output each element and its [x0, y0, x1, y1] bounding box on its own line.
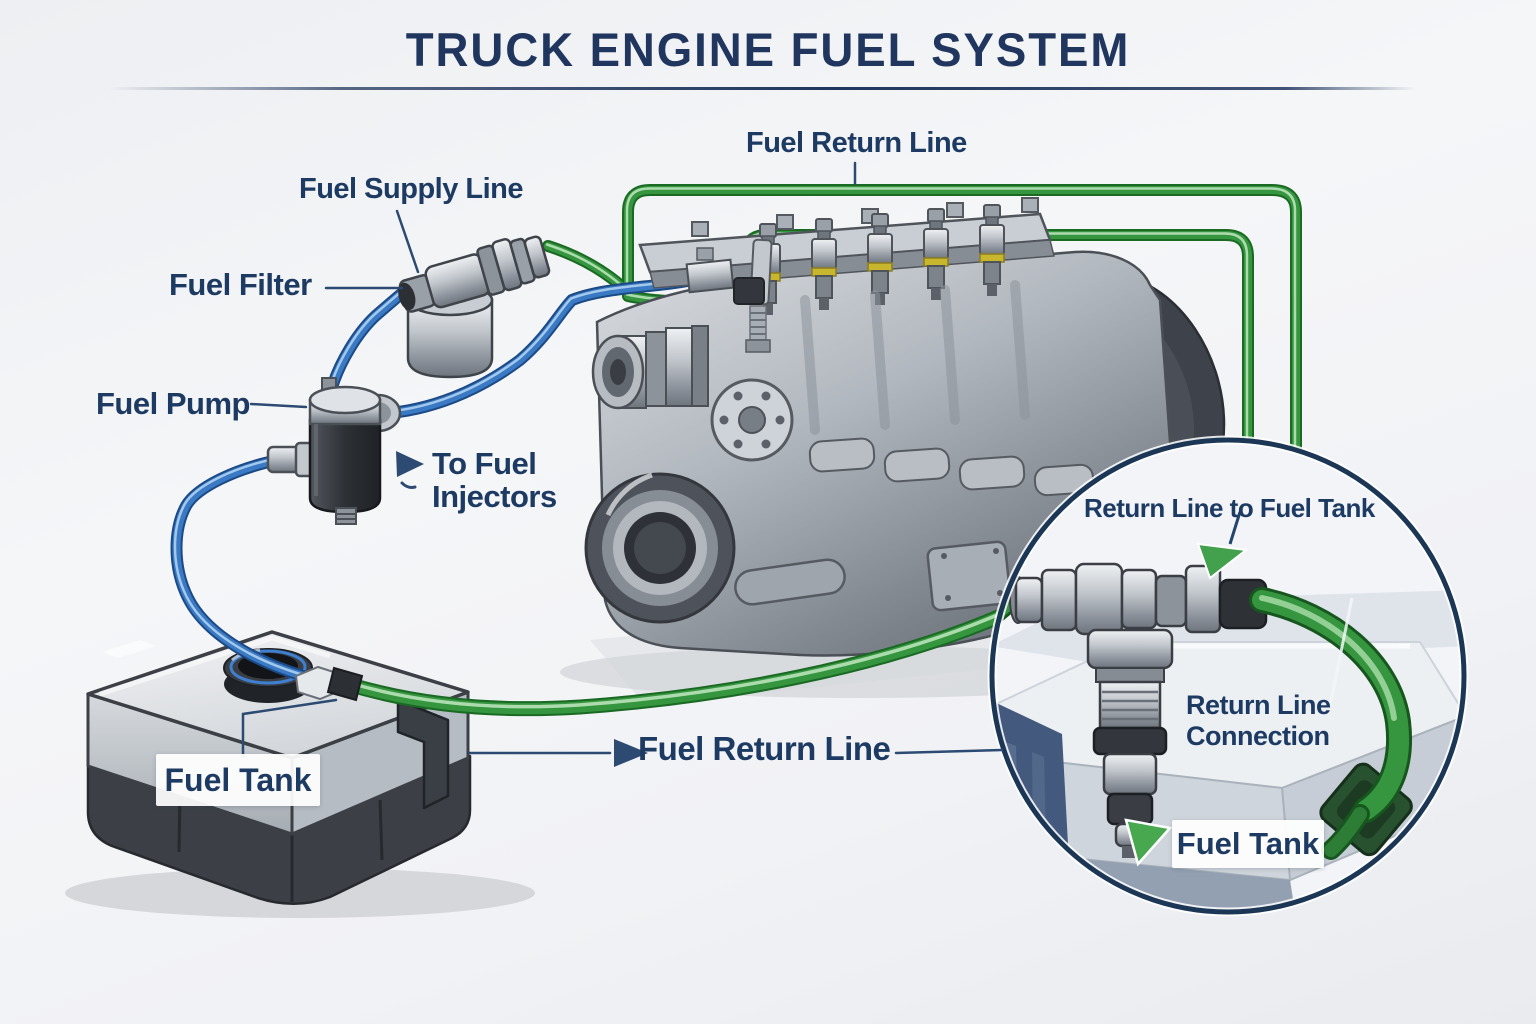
arrow-right-icon	[614, 739, 648, 767]
fuel-supply-line-path	[370, 272, 708, 420]
fuel-supply-pump-filter-path	[325, 288, 407, 397]
leader-lines	[241, 161, 1004, 758]
label-fuel-return-line-center: Fuel Return Line	[638, 730, 891, 767]
label-inset-return-line-to-fuel-tank: Return Line to Fuel Tank	[1084, 493, 1375, 523]
label-to-fuel-injectors: To Fuel Injectors	[432, 446, 557, 514]
label-inset-return-line-connection: Return Line Connection	[1186, 690, 1331, 752]
leader-supply	[395, 209, 420, 274]
label-fuel-filter: Fuel Filter	[169, 267, 312, 302]
leader-injector-tick	[400, 481, 417, 489]
return-line-connection-fitting	[1009, 562, 1268, 858]
label-to-fuel-injectors-line2: Injectors	[432, 478, 557, 514]
label-fuel-tank-box: Fuel Tank	[156, 754, 320, 806]
label-inset-fuel-tank: Fuel Tank	[1176, 826, 1320, 861]
label-inset-connection-line2: Connection	[1186, 721, 1330, 752]
label-to-fuel-injectors-line1: To Fuel	[432, 446, 537, 481]
fuel-pump-illustration	[266, 377, 402, 525]
inset-pointer-line	[1228, 511, 1242, 545]
leader-return-center-right	[894, 748, 1004, 755]
page-title: TRUCK ENGINE FUEL SYSTEM	[405, 23, 1131, 76]
fuel-filter-illustration	[398, 235, 551, 379]
label-fuel-pump: Fuel Pump	[96, 386, 250, 421]
label-fuel-return-line-top: Fuel Return Line	[746, 127, 967, 159]
leader-pump	[249, 402, 308, 409]
label-fuel-supply-line: Fuel Supply Line	[299, 173, 524, 205]
leader-tank	[241, 698, 338, 758]
label-fuel-tank: Fuel Tank	[164, 761, 312, 798]
fuel-supply-tank-path	[170, 453, 309, 682]
fuel-return-line-tank-path	[340, 607, 1011, 717]
inset-magnifier	[987, 435, 1469, 917]
green-arrow-down-icon	[1196, 542, 1249, 580]
inset-border	[989, 437, 1467, 915]
label-inset-connection-line1: Return Line	[1186, 690, 1331, 720]
label-inset-fuel-tank-box: Fuel Tank	[1172, 820, 1324, 868]
title-underline	[108, 87, 1416, 90]
tank-fitting	[294, 665, 364, 702]
green-arrow-tank-icon	[1124, 818, 1173, 867]
arrow-injectors-icon	[396, 451, 424, 477]
